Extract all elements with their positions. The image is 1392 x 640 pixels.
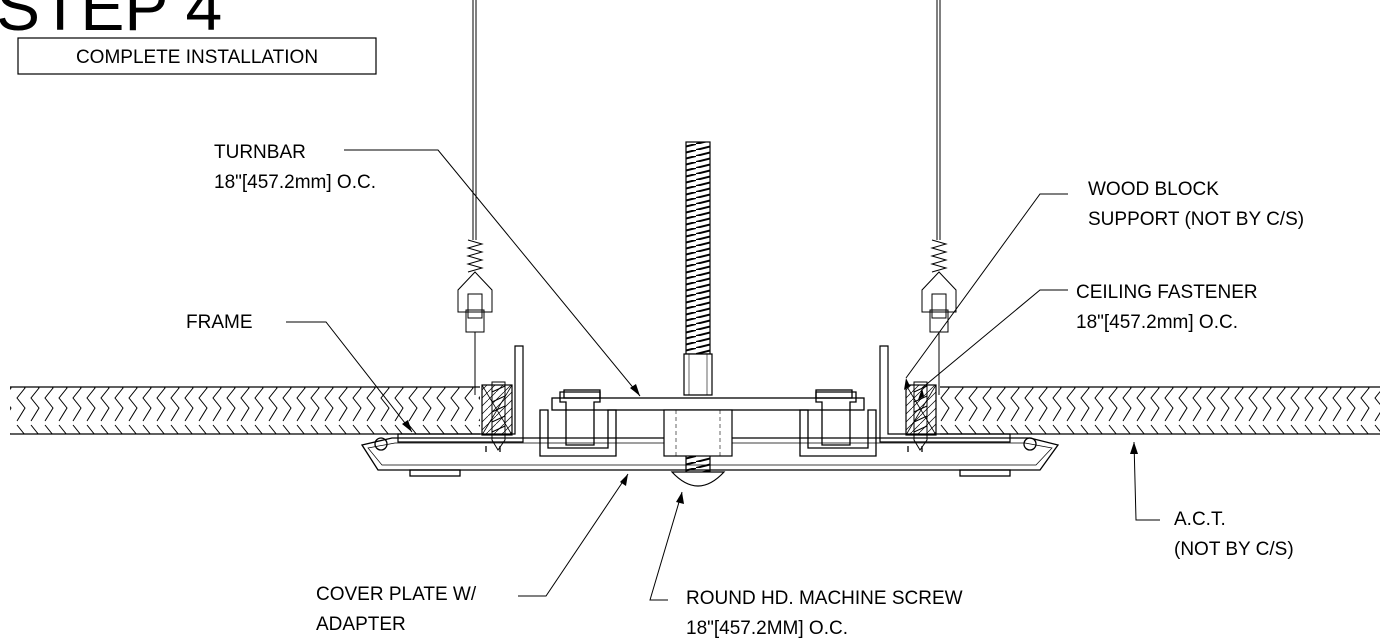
label-act: A.C.T. (NOT BY C/S) [1174, 509, 1294, 560]
hanger-wire-right [921, 0, 957, 395]
cover-plate [360, 391, 1060, 477]
machine-screw [663, 141, 733, 487]
ceiling-fastener-right [913, 381, 928, 451]
label-cover-plate: COVER PLATE W/ ADAPTER [316, 584, 481, 635]
hanger-wire-left [457, 0, 493, 395]
leader-lines [286, 149, 1160, 601]
label-turnbar: TURNBAR 18"[457.2mm] O.C. [214, 142, 376, 193]
label-ceiling-fastener: CEILING FASTENER 18"[457.2mm] O.C. [1076, 282, 1263, 333]
step-title: STEP 4 [0, 0, 222, 44]
subtitle-box [17, 37, 377, 75]
label-machine-screw: ROUND HD. MACHINE SCREW 18"[457.2MM] O.C… [686, 588, 968, 639]
act-tile-left [10, 386, 480, 435]
label-wood-block: WOOD BLOCK SUPPORT (NOT BY C/S) [1088, 179, 1304, 230]
leader-arrows [402, 378, 1138, 504]
act-tile-right [940, 386, 1380, 435]
ceiling-fastener-left [491, 381, 506, 451]
subtitle-text: COMPLETE INSTALLATION [76, 47, 318, 68]
label-frame: FRAME [186, 312, 253, 333]
